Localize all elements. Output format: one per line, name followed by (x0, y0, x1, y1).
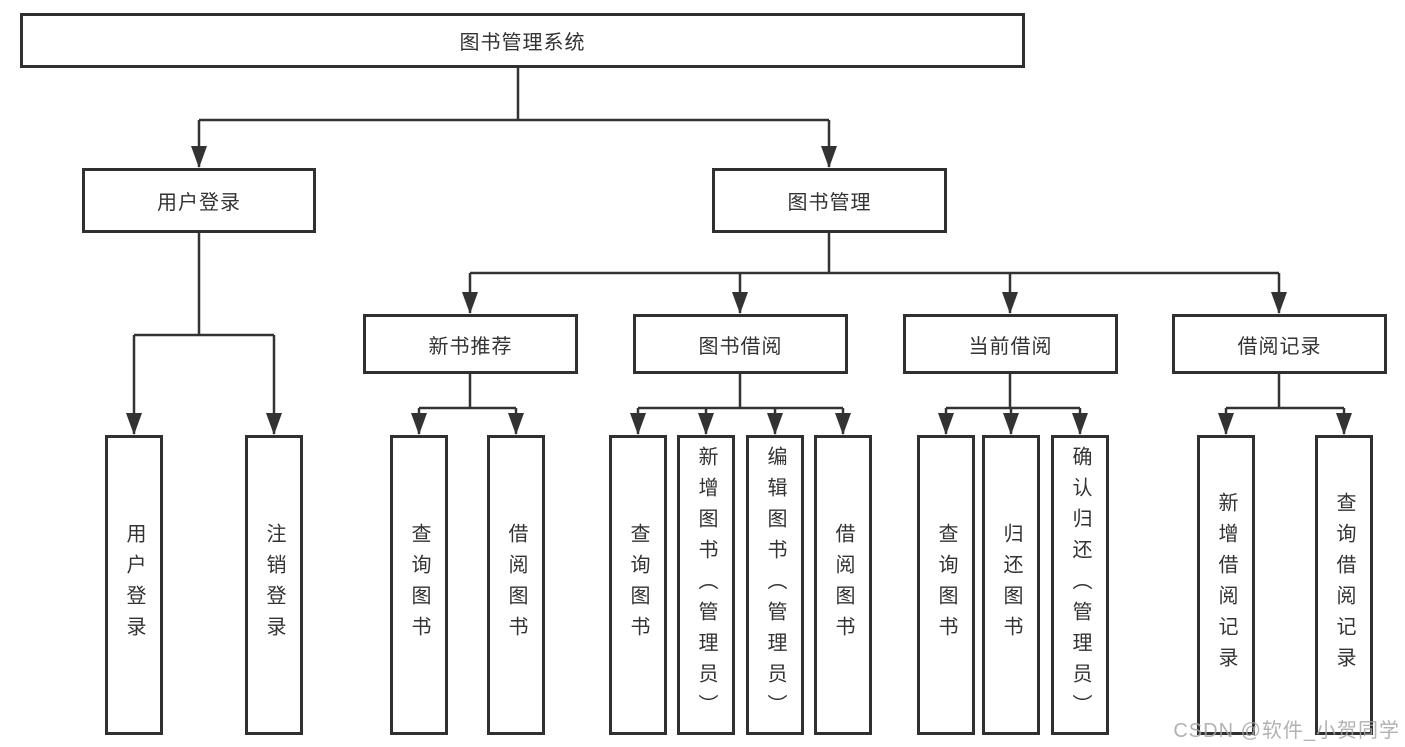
leaf-query-books-recommend: 查询图书 (390, 435, 448, 735)
node-label: 图书借阅 (698, 335, 783, 358)
node-label: 图书管理 (787, 192, 872, 214)
leaf-query-books-current: 查询图书 (917, 435, 975, 735)
leaf-return-book: 归还图书 (982, 435, 1040, 735)
node-label: 当前借阅 (968, 335, 1053, 358)
node-label: 用户登录 (157, 192, 241, 214)
leaf-user-login: 用户登录 (105, 435, 163, 735)
node-book-borrow: 图书借阅 (633, 314, 848, 374)
node-book-management: 图书管理 (712, 168, 947, 233)
leaf-label: 新增借阅记录 (1215, 492, 1237, 678)
leaf-label: 编辑图书（管理员） (764, 445, 786, 725)
leaf-label: 新增图书（管理员） (695, 445, 717, 725)
node-label: 图书管理系统 (459, 32, 586, 54)
node-user-login: 用户登录 (82, 168, 316, 233)
leaf-borrow-books-borrow: 借阅图书 (814, 435, 872, 735)
leaf-label: 查询图书 (627, 523, 649, 647)
leaf-label: 注销登录 (263, 523, 285, 647)
leaf-add-borrow-record: 新增借阅记录 (1197, 435, 1255, 735)
leaf-query-borrow-record: 查询借阅记录 (1315, 435, 1373, 735)
leaf-add-book-admin: 新增图书（管理员） (677, 435, 735, 735)
leaf-edit-book-admin: 编辑图书（管理员） (746, 435, 804, 735)
node-label: 新书推荐 (428, 335, 513, 358)
leaf-label: 归还图书 (1000, 523, 1022, 647)
leaf-borrow-books-recommend: 借阅图书 (487, 435, 545, 735)
node-current-borrow: 当前借阅 (903, 314, 1118, 374)
leaf-label: 查询图书 (935, 523, 957, 647)
leaf-label: 借阅图书 (832, 523, 854, 647)
leaf-label: 借阅图书 (505, 523, 527, 647)
node-new-book-recommend: 新书推荐 (363, 314, 578, 374)
leaf-label: 用户登录 (123, 523, 145, 647)
node-borrow-records: 借阅记录 (1172, 314, 1387, 374)
watermark-text: CSDN @软件_小贺同学 (1173, 720, 1400, 742)
leaf-label: 确认归还（管理员） (1069, 445, 1091, 725)
leaf-query-books-borrow: 查询图书 (609, 435, 667, 735)
node-library-management-system: 图书管理系统 (20, 13, 1025, 68)
node-label: 借阅记录 (1237, 335, 1322, 358)
leaf-label: 查询图书 (408, 523, 430, 647)
leaf-logout: 注销登录 (245, 435, 303, 735)
leaf-confirm-return-admin: 确认归还（管理员） (1051, 435, 1109, 735)
leaf-label: 查询借阅记录 (1333, 492, 1355, 678)
